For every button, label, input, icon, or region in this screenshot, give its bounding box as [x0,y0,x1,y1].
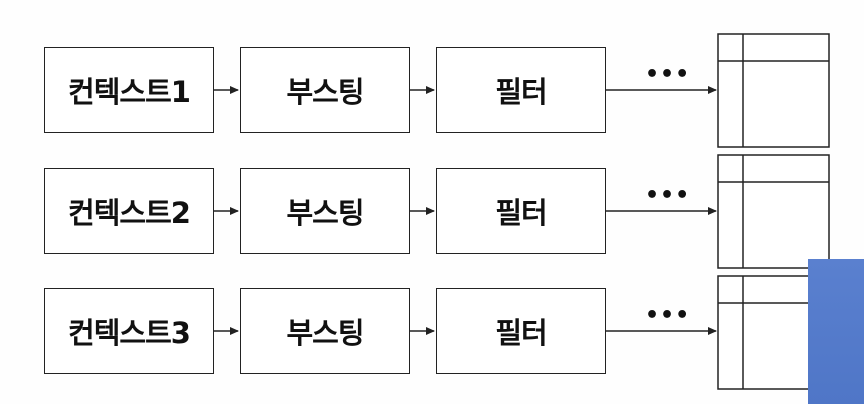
filter-label-3: 필터 [495,316,547,350]
result-table-icon-2 [717,154,830,269]
ellipsis-1: ••• [645,62,691,87]
boosting-label-3: 부스팅 [286,316,364,350]
boosting-box-3: 부스팅 [240,288,410,374]
ellipsis-2: ••• [645,183,691,208]
overlay-panel [808,259,864,404]
filter-label-1: 필터 [495,75,547,109]
filter-box-3: 필터 [436,288,606,374]
context-box-3: 컨텍스트3 [44,288,214,374]
boosting-label-2: 부스팅 [286,196,364,230]
result-table-icon-1 [717,33,830,148]
filter-label-2: 필터 [495,196,547,230]
context-box-2: 컨텍스트2 [44,168,214,254]
filter-box-2: 필터 [436,168,606,254]
context-label-1: 컨텍스트1 [68,75,191,109]
ellipsis-3: ••• [645,303,691,328]
context-label-3: 컨텍스트3 [68,316,191,350]
filter-box-1: 필터 [436,47,606,133]
boosting-box-1: 부스팅 [240,47,410,133]
boosting-label-1: 부스팅 [286,75,364,109]
context-box-1: 컨텍스트1 [44,47,214,133]
boosting-box-2: 부스팅 [240,168,410,254]
context-label-2: 컨텍스트2 [68,196,191,230]
